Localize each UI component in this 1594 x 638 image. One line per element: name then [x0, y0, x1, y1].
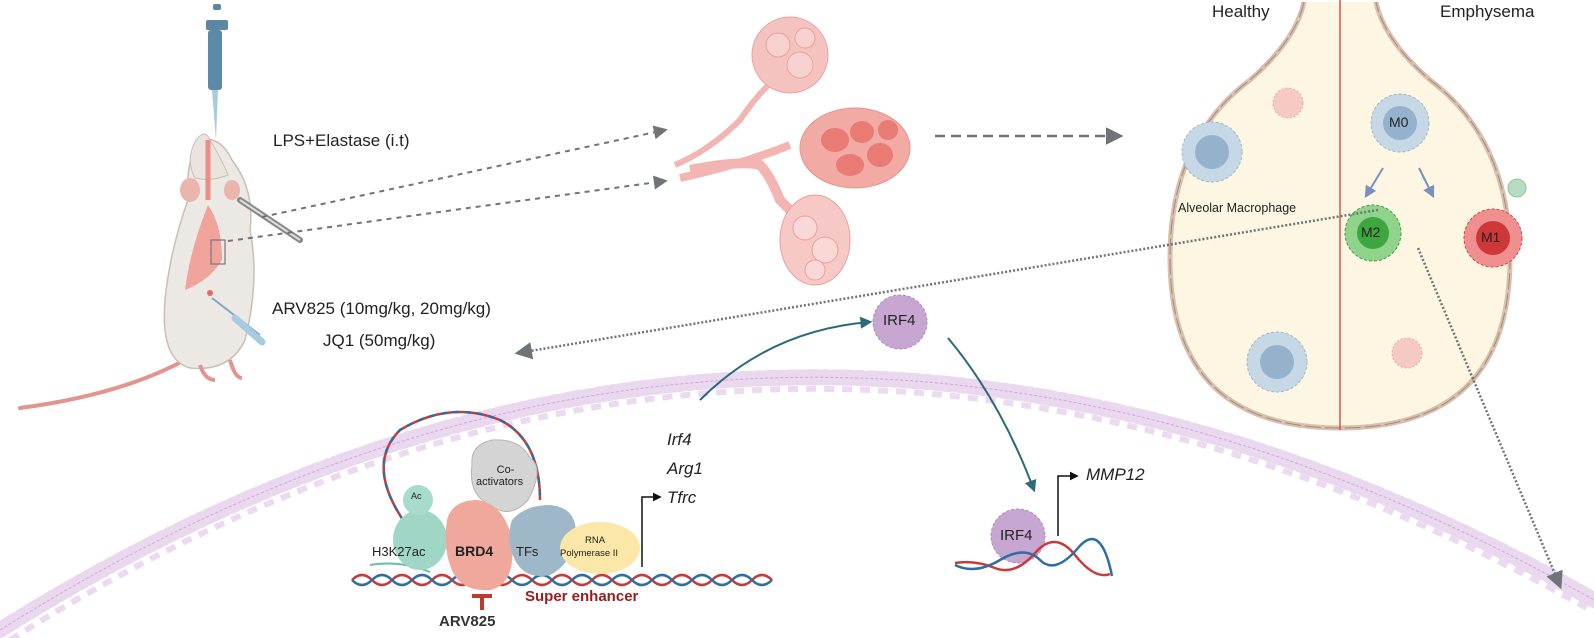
lung-zoom-arrow-upper: [261, 125, 668, 218]
brd4-label: BRD4: [455, 543, 494, 559]
acetyl-label: Ac: [411, 491, 422, 501]
m1-macrophage: [1463, 208, 1523, 268]
nuclear-membrane: [0, 369, 1594, 638]
gene-arg1: Arg1: [667, 459, 703, 478]
acetyl-group-icon: [403, 485, 433, 515]
brd4-icon: [445, 500, 513, 591]
m2-label: M2: [1361, 224, 1381, 240]
induction-label: LPS+Elastase (i.t): [273, 131, 410, 150]
gene-tfrc: Tfrc: [667, 488, 697, 507]
alveolus-cross-section: [1167, 0, 1513, 431]
gene-irf4: Irf4: [667, 430, 692, 449]
mouse-illustration: [18, 133, 255, 410]
m2-to-nucleus-arrow: [1416, 247, 1563, 590]
rna-polymerase-label-2: Polymerase II: [560, 548, 619, 559]
alveolar-macrophage-label: Alveolar Macrophage: [1178, 201, 1297, 215]
inhibition-icon: [472, 594, 492, 610]
small-cell-icon: [1507, 178, 1527, 198]
irf4-translation-arrow: [699, 316, 873, 401]
treatment-jq1-label: JQ1 (50mg/kg): [323, 331, 436, 350]
m0-macrophage: [1370, 93, 1430, 153]
m2-macrophage: [1344, 204, 1402, 262]
emphysema-label: Emphysema: [1440, 2, 1535, 21]
neutrophil-icon: [1391, 337, 1423, 369]
mmp12-transcription-arrow: [1057, 471, 1079, 536]
m2-to-treatment-arrow: [514, 208, 1379, 360]
rna-polymerase-label-1: RNA: [585, 535, 606, 546]
irf4-bound-icon: [990, 508, 1046, 564]
m1-label: M1: [1481, 229, 1501, 245]
super-enhancer-label: Super enhancer: [525, 588, 639, 605]
dna-strand: [351, 573, 773, 587]
irf4-protein-label: IRF4: [883, 312, 916, 329]
tfs-label: TFs: [516, 544, 539, 559]
irf4-nuclear-entry-arrow: [947, 337, 1037, 493]
m0-to-m1-arrow: [1418, 167, 1435, 199]
irf4-protein-icon: [872, 294, 928, 350]
pipette-icon: [206, 4, 228, 140]
target-dna-strand: [954, 537, 1114, 577]
arv825-inhibitor-label: ARV825: [439, 613, 496, 630]
histone-tail: [369, 562, 431, 573]
lung-zoom-arrow-lower: [227, 175, 668, 242]
m0-to-m2-arrow: [1364, 167, 1384, 199]
tfs-icon: [509, 505, 576, 576]
h3k27ac-label: H3K27ac: [372, 544, 426, 559]
irf4-bound-label: IRF4: [1000, 527, 1033, 544]
neutrophil-icon: [1272, 87, 1304, 119]
healthy-label: Healthy: [1212, 2, 1270, 21]
mmp12-gene-label: MMP12: [1086, 465, 1145, 484]
transcription-start-arrow: [641, 492, 662, 567]
dna-loop: [382, 410, 542, 541]
syringe-icon: [211, 297, 266, 346]
histone-icon: [393, 510, 447, 570]
healthy-macrophage: [1181, 121, 1243, 183]
healthy-macrophage: [1246, 331, 1308, 393]
lung-alveoli-illustration: [673, 16, 911, 286]
m0-label: M0: [1389, 114, 1409, 130]
coactivators-label: Co- activators: [476, 464, 524, 488]
rna-polymerase-icon: [560, 522, 640, 574]
treatment-dose-label: ARV825 (10mg/kg, 20mg/kg): [272, 299, 491, 318]
